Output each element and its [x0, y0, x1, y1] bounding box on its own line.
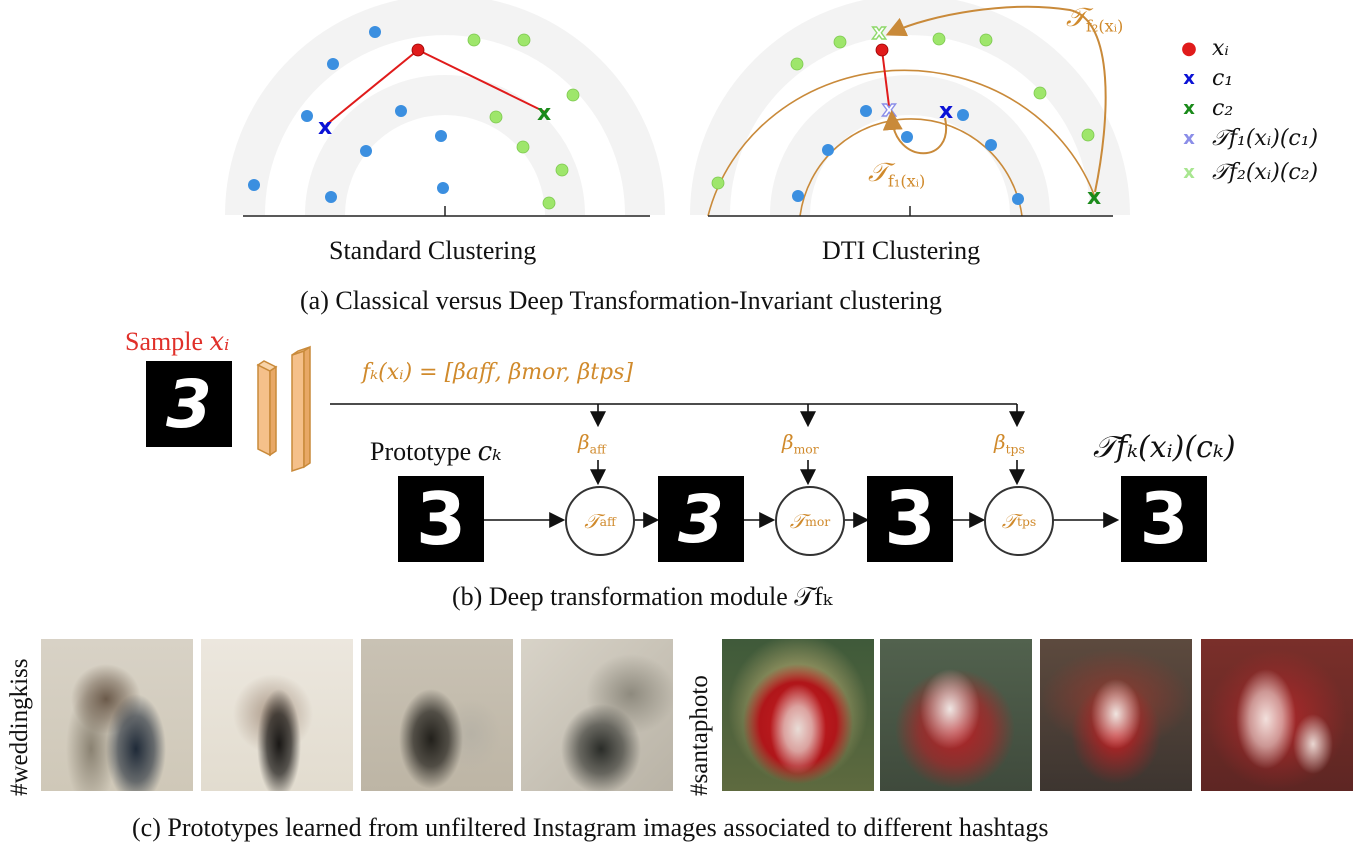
legend-t1c1: x 𝒯f₁(xᵢ)(c₁) [1180, 124, 1318, 152]
standard-clustering-title: Standard Clustering [329, 236, 537, 265]
svg-text:x: x [318, 115, 332, 140]
sample-label: Sample xᵢ [125, 327, 230, 357]
hashtag-weddingkiss: #weddingkiss [6, 658, 33, 797]
svg-text:x: x [882, 97, 896, 122]
panel-b-connectors [330, 403, 1120, 528]
prototype-label: Prototype cₖ [370, 437, 502, 467]
output-digit-image: 3 [1121, 476, 1207, 562]
wedding-prototype-1 [41, 639, 193, 791]
wedding-prototype-2 [201, 639, 353, 791]
caption-a: (a) Classical versus Deep Transformation… [300, 286, 942, 315]
red-dot-icon: ● [1181, 37, 1197, 59]
caption-b: (b) Deep transformation module 𝒯fₖ [452, 582, 833, 611]
santa-prototype-3 [1040, 639, 1192, 791]
dti-blue-points [792, 105, 1024, 205]
svg-text:x: x [939, 99, 953, 124]
beta-mor: βmor [782, 430, 819, 457]
legend-t2c2: x 𝒯f₂(xᵢ)(c₂) [1180, 158, 1318, 186]
affine-output-image: 3 [658, 476, 744, 562]
encoder-network [256, 345, 311, 473]
legend-c2: x c₂ [1180, 94, 1233, 122]
dti-clustering-arcs [690, 0, 1130, 217]
wedding-prototype-3 [361, 639, 513, 791]
dti-clustering-title: DTI Clustering [822, 236, 981, 265]
morphological-output-image: 3 [867, 476, 953, 562]
arrow-label-f2: 𝒯f₂(xᵢ) [1066, 3, 1124, 36]
output-label: 𝒯fₖ(xᵢ)(cₖ) [1093, 430, 1236, 465]
hollow-blue-x-icon: x [1183, 127, 1195, 149]
svg-text:x: x [1087, 185, 1101, 210]
standard-clustering-arcs [225, 0, 665, 216]
wedding-prototype-4 [521, 639, 673, 791]
beta-aff: βaff [578, 430, 606, 457]
svg-text:x: x [537, 101, 551, 126]
santa-prototype-1 [722, 639, 874, 791]
dti-green-points [711, 32, 1095, 190]
panel-a-diagram: x x x x x x [225, 0, 1130, 217]
standard-green-points [467, 33, 580, 210]
formula: fₖ(xᵢ) = [βaff, βmor, βtps] [362, 360, 634, 385]
hollow-green-x-icon: x [1183, 161, 1195, 183]
green-x-icon: x [1183, 97, 1195, 119]
hashtag-santaphoto: #santaphoto [686, 675, 713, 796]
sample-digit-image: 3 [146, 361, 232, 447]
legend-c1: x c₁ [1180, 64, 1233, 92]
legend-xi: ● xᵢ [1181, 35, 1229, 61]
standard-blue-points [248, 26, 449, 203]
caption-c: (c) Prototypes learned from unfiltered I… [132, 813, 1049, 842]
prototype-digit-image: 3 [398, 476, 484, 562]
santa-prototype-2 [880, 639, 1032, 791]
beta-tps: βtps [994, 430, 1025, 457]
blue-x-icon: x [1183, 67, 1195, 89]
arrow-label-f1: 𝒯f₁(xᵢ) [868, 158, 926, 191]
santa-prototype-4 [1201, 639, 1353, 791]
svg-text:x: x [872, 20, 886, 45]
